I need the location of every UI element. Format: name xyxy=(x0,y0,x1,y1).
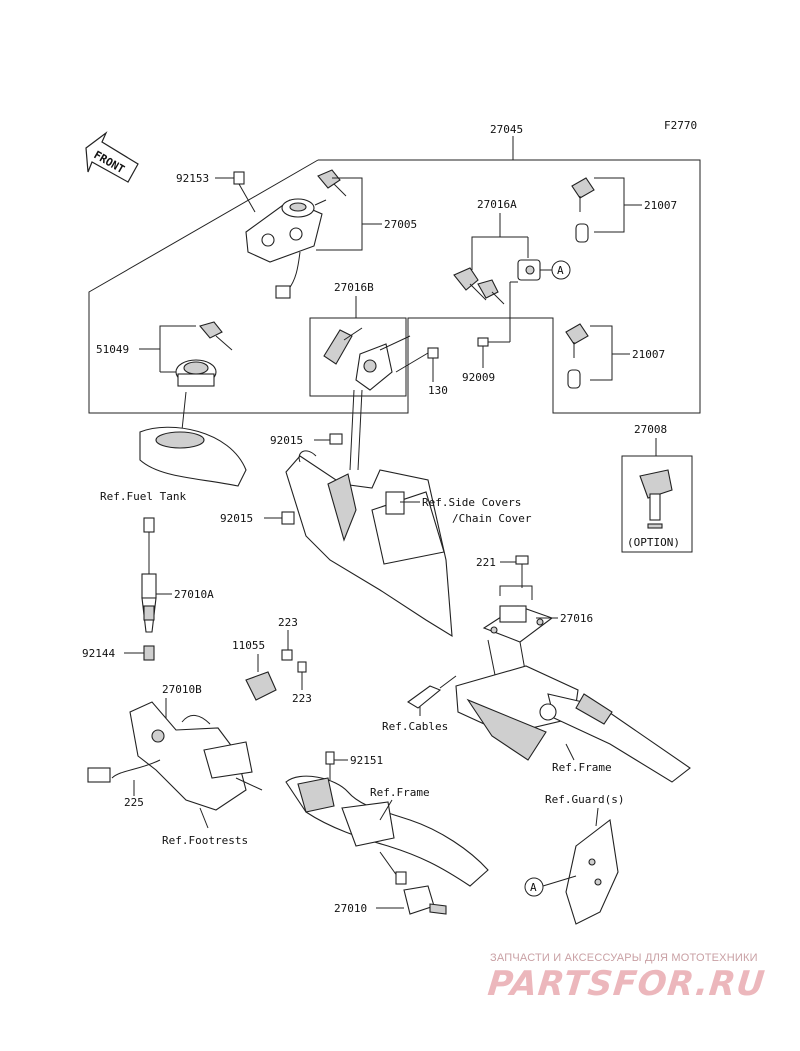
part-92015-upper-label: 92015 xyxy=(270,434,303,447)
bolt-92153 xyxy=(233,171,256,213)
kit-outline xyxy=(88,136,701,414)
part-225-label: 225 xyxy=(124,796,144,809)
seat-lock-27016B xyxy=(323,327,411,391)
ref-fuel-tank: Ref.Fuel Tank xyxy=(100,490,186,503)
part-27005-label: 27005 xyxy=(384,218,417,231)
part-21007-lower-label: 21007 xyxy=(632,348,665,361)
clip-92015-upper xyxy=(329,433,343,445)
part-27016-label: 27016 xyxy=(560,612,593,625)
watermark-tagline: ЗАПЧАСТИ И АКСЕССУАРЫ ДЛЯ МОТОТЕХНИКИ xyxy=(490,952,758,964)
part-92009-label: 92009 xyxy=(462,371,495,384)
part-27016B-label: 27016B xyxy=(334,281,374,294)
callout-a-upper: A xyxy=(557,264,564,277)
part-11055-label: 11055 xyxy=(232,639,265,652)
guard-ref-drawing xyxy=(565,818,619,925)
part-27016A-label: 27016A xyxy=(477,198,517,211)
ignition-switch-27005 xyxy=(245,169,347,299)
part-130-label: 130 xyxy=(428,384,448,397)
figure-code: F2770 xyxy=(664,119,697,132)
callout-a-lower: A xyxy=(530,881,537,894)
ref-side-covers-1: Ref.Side Covers xyxy=(422,496,521,509)
fuel-cap-51049 xyxy=(175,321,233,387)
fuel-tank-ref-drawing xyxy=(139,426,247,487)
ref-guards: Ref.Guard(s) xyxy=(545,793,624,806)
switch-27010A xyxy=(141,517,157,633)
ref-cables: Ref.Cables xyxy=(382,720,448,733)
key-blank-21007-lower xyxy=(565,323,589,389)
frame-ref-drawing-center xyxy=(285,751,489,887)
bolt-223-upper xyxy=(281,649,293,661)
part-51049-label: 51049 xyxy=(96,343,129,356)
ref-frame-center: Ref.Frame xyxy=(370,786,430,799)
bolt-130 xyxy=(395,347,439,373)
frame-ref-drawing-right xyxy=(455,639,691,783)
ref-side-covers-2: /Chain Cover xyxy=(452,512,532,525)
clamp-11055 xyxy=(245,671,277,701)
part-27045-label: 27045 xyxy=(490,123,523,136)
cable-ref-drawing xyxy=(407,675,457,709)
clip-92015-lower xyxy=(281,511,295,525)
part-27010A-label: 27010A xyxy=(174,588,214,601)
side-cover-ref-drawing xyxy=(285,389,453,638)
part-223-upper-label: 223 xyxy=(278,616,298,629)
part-92153-label: 92153 xyxy=(176,172,209,185)
part-21007-upper-label: 21007 xyxy=(644,199,677,212)
switch-27010 xyxy=(379,851,447,915)
part-27010B-label: 27010B xyxy=(162,683,202,696)
option-key-27008 xyxy=(639,469,673,529)
bolt-221 xyxy=(515,555,529,588)
lock-27016A xyxy=(517,259,541,281)
keys-27016A xyxy=(453,267,505,305)
ref-frame-right: Ref.Frame xyxy=(552,761,612,774)
part-92144-label: 92144 xyxy=(82,647,115,660)
ref-footrests: Ref.Footrests xyxy=(162,834,248,847)
footrest-bracket-ref-drawing xyxy=(87,701,263,811)
front-arrow-icon: FRONT xyxy=(85,131,139,183)
spring-92144 xyxy=(143,645,155,661)
bracket-27016 xyxy=(482,605,554,643)
part-92151-label: 92151 xyxy=(350,754,383,767)
part-92015-lower-label: 92015 xyxy=(220,512,253,525)
option-label: (OPTION) xyxy=(627,536,680,549)
part-221-label: 221 xyxy=(476,556,496,569)
key-blank-21007-upper xyxy=(571,177,595,243)
part-223-lower-label: 223 xyxy=(292,692,312,705)
bolt-223-lower xyxy=(297,661,307,673)
part-27008-label: 27008 xyxy=(634,423,667,436)
part-27010-label: 27010 xyxy=(334,902,367,915)
watermark-logo: PARTSFOR.RU xyxy=(485,964,768,1004)
